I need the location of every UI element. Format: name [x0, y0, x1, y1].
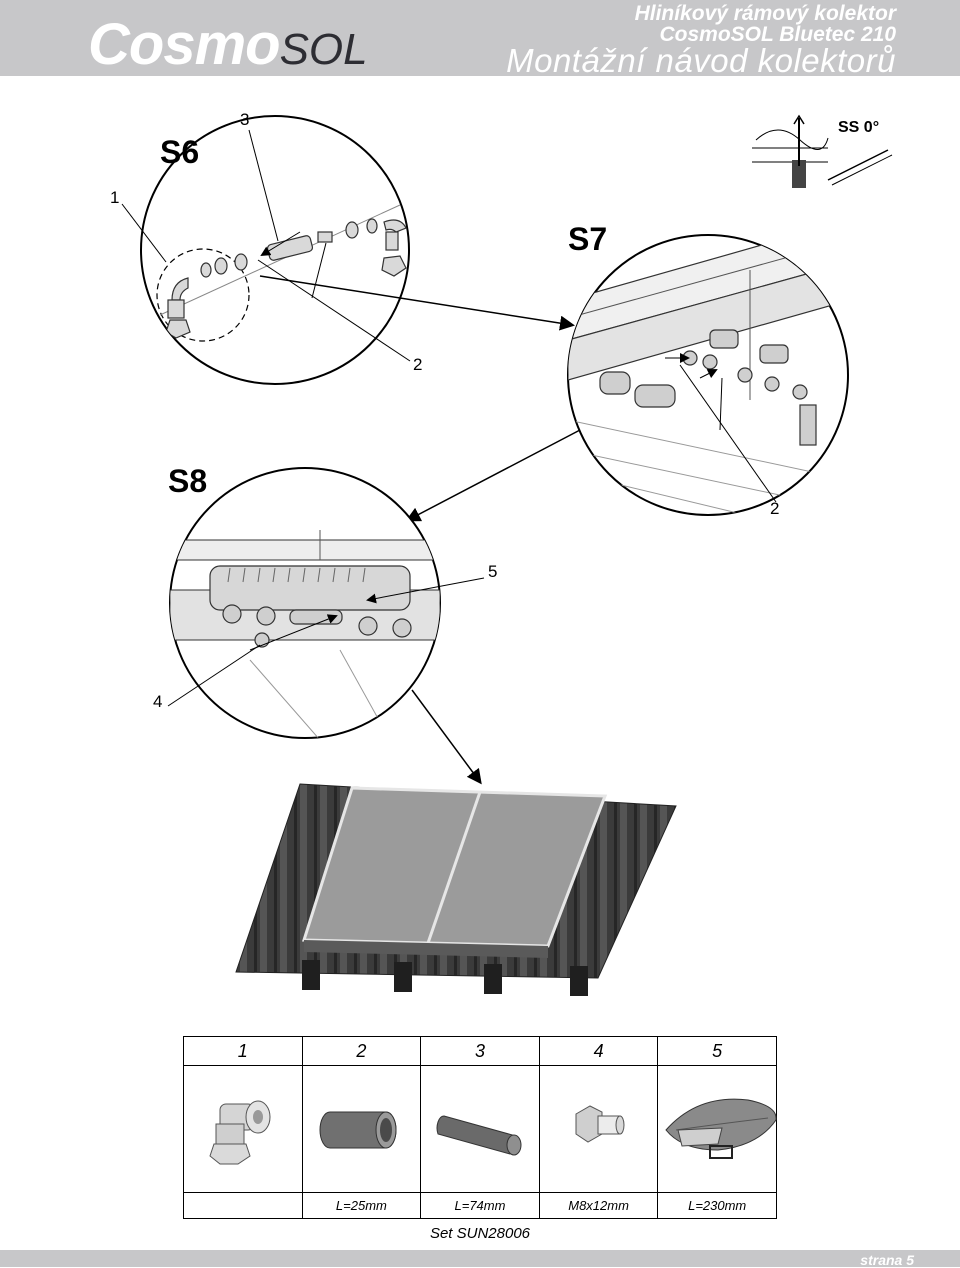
part-number: 5	[657, 1036, 777, 1066]
bolt-icon	[575, 1105, 625, 1143]
part-image-cell	[657, 1065, 777, 1193]
elbow-fitting-icon	[209, 1100, 271, 1165]
page-title: Montážní návod kolektorů	[506, 42, 896, 79]
tilt-label: SS 0°	[838, 119, 879, 136]
part-number: 3	[420, 1036, 540, 1066]
long-pipe-icon	[436, 1115, 522, 1156]
set-label: Set SUN28006	[429, 1225, 531, 1242]
step-label-s7: S7	[568, 221, 607, 257]
callout-3-s6: 3	[240, 110, 249, 129]
assembly-diagram: S6 3 1 2 SS 0°	[110, 110, 893, 996]
callout-1-s6: 1	[110, 188, 119, 207]
header-product-name: CosmoSOL Bluetec 210	[659, 23, 896, 46]
part-dimension: L=25mm	[301, 1192, 422, 1219]
detail-s8: S8 5 4	[153, 463, 497, 739]
part-number: 2	[301, 1036, 422, 1066]
callout-5-s8: 5	[488, 562, 497, 581]
part-image-cell	[301, 1065, 422, 1193]
step-label-s6: S6	[160, 134, 199, 170]
page-number: strana 5	[860, 1252, 914, 1268]
part-image-cell	[183, 1065, 303, 1193]
short-sleeve-icon	[319, 1111, 397, 1149]
part-dimension: M8x12mm	[538, 1192, 659, 1219]
part-image-cell	[420, 1065, 540, 1193]
logo-cosmo: Cosmo	[88, 12, 281, 77]
tilt-indicator: SS 0°	[752, 114, 893, 188]
page-footer	[0, 1250, 960, 1267]
part-dimension	[183, 1192, 303, 1219]
callout-2-s7: 2	[770, 499, 779, 518]
roof-installation	[235, 783, 677, 996]
detail-s6: S6 3 1 2	[110, 110, 422, 385]
detail-s7: S7 2	[567, 221, 849, 518]
callout-4-s8: 4	[153, 692, 162, 711]
part-number: 1	[183, 1036, 303, 1066]
parts-table: 1 2 3 4 5	[183, 1036, 777, 1219]
part-image-cell	[538, 1065, 659, 1193]
header-band	[0, 0, 960, 76]
flow-arrow-s7-s8	[405, 429, 581, 522]
brand-logo: CosmoSOL	[88, 16, 368, 74]
step-label-s8: S8	[168, 463, 207, 499]
part-dimension: L=74mm	[420, 1192, 540, 1219]
callout-2-s6: 2	[413, 355, 422, 374]
part-dimension: L=230mm	[657, 1192, 777, 1219]
flow-arrow-s8-roof	[411, 689, 482, 785]
logo-sol: SOL	[279, 25, 368, 74]
header-product-type: Hliníkový rámový kolektor	[634, 2, 896, 25]
flow-arrow-s6-s7	[259, 275, 575, 331]
part-number: 4	[538, 1036, 659, 1066]
page-header: CosmoSOL Hliníkový rámový kolektor Cosmo…	[0, 0, 960, 79]
cover-clip-icon	[665, 1098, 777, 1159]
